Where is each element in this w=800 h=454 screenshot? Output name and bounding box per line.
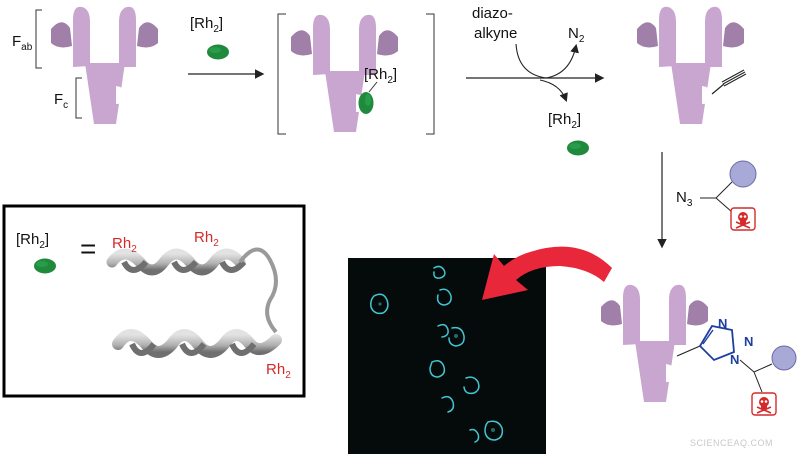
svg-text:Rh2: Rh2 [112,235,137,255]
loop [238,247,278,334]
svg-text:[Rh2]: [Rh2] [190,15,223,35]
fab-label: Fab [12,33,33,53]
triazole-ring [698,324,735,362]
svg-text:alkyne: alkyne [474,25,517,42]
svg-text:N2: N2 [568,25,585,45]
antibody-1: Fab Fc [12,6,158,124]
svg-text:Rh2: Rh2 [194,229,219,249]
watermark: SCIENCEAQ.COM [690,438,773,448]
svg-text:N: N [718,316,727,331]
svg-text:N: N [730,352,739,367]
skull-crossbones-icon [730,207,756,231]
svg-text:diazo-: diazo- [472,5,513,22]
antibody-alkyne [637,6,747,124]
fc-label: Fc [54,91,68,111]
skull-crossbones-icon [751,392,777,416]
antibody-drug-conjugate: N N N [601,284,797,416]
diazo-alkyne-step: diazo- alkyne N2 [Rh2] [466,5,605,156]
rh2-reagent: [Rh2] [190,15,229,60]
red-curved-arrow [482,246,612,300]
svg-text:[Rh2]: [Rh2] [548,111,581,131]
helix-top [106,248,247,276]
azide-payload: N3 [676,160,757,231]
helix-bottom [112,329,282,358]
rh2-legend-box: [Rh2] = Rh2 Rh2 Rh2 [2,204,306,398]
svg-text:N: N [744,334,753,349]
svg-text:Rh2: Rh2 [266,361,291,381]
svg-text:[Rh2]: [Rh2] [364,66,397,86]
equals-sign: = [80,233,96,264]
svg-text:[Rh2]: [Rh2] [16,231,49,251]
svg-text:N3: N3 [676,189,693,209]
antibody-rh2-complex: [Rh2] [277,13,435,135]
